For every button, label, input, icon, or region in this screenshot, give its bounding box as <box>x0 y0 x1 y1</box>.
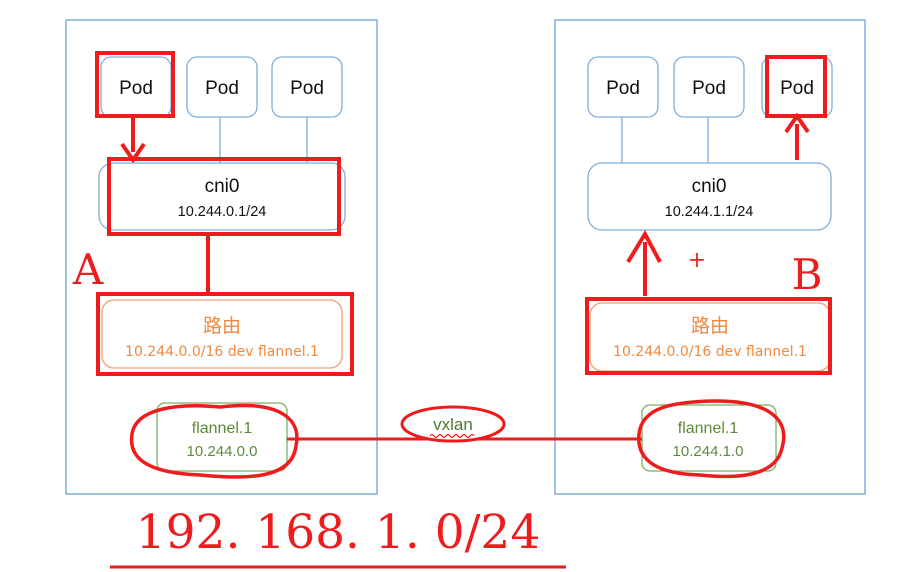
left-cni0-highlight <box>107 157 341 236</box>
right-route-rule: 10.244.0.0/16 dev flannel.1 <box>613 344 807 360</box>
right-flannel-interface: flannel.1 10.244.1.0 <box>641 404 777 472</box>
left-flannel-highlight <box>129 403 299 479</box>
right-pod-2-label: Pod <box>692 78 726 99</box>
right-up-arrow-head <box>784 112 810 134</box>
vxlan-label: vxlan <box>433 415 473 434</box>
right-route-highlight <box>585 297 832 375</box>
right-flannel-name: flannel.1 <box>678 420 739 437</box>
right-cni0-name: cni0 <box>692 176 727 197</box>
marker-b: B <box>792 250 823 299</box>
left-flannel-interface: flannel.1 10.244.0.0 <box>156 402 288 472</box>
left-pod-2-label: Pod <box>205 78 239 99</box>
left-cni0-name: cni0 <box>205 176 240 197</box>
network-cidr-label: 192. 168. 1. 0/24 <box>136 505 541 560</box>
right-route-up-arrow-head <box>626 229 662 264</box>
vxlan-spellcheck-underline <box>429 433 475 439</box>
left-flannel-name: flannel.1 <box>192 420 253 437</box>
right-pod-2: Pod <box>673 56 745 118</box>
left-flannel-ip: 10.244.0.0 <box>187 443 258 460</box>
left-route-highlight <box>96 292 354 376</box>
left-pod-1-label: Pod <box>119 78 153 99</box>
vxlan-label-circle <box>400 405 506 443</box>
right-flannel-highlight <box>637 399 786 479</box>
left-pod-2: Pod <box>186 56 258 118</box>
right-pod-1-label: Pod <box>606 78 640 99</box>
right-node-frame <box>554 19 866 495</box>
left-cni0-bridge: cni0 10.244.0.1/24 <box>98 162 346 231</box>
left-cni0-subnet: 10.244.0.1/24 <box>178 204 267 220</box>
left-pod-3-label: Pod <box>290 78 324 99</box>
right-flannel-ip: 10.244.1.0 <box>673 443 744 460</box>
right-cni0-subnet: 10.244.1.1/24 <box>665 204 754 220</box>
right-route-table: 路由 10.244.0.0/16 dev flannel.1 <box>589 302 831 372</box>
right-cni0-bridge: cni0 10.244.1.1/24 <box>587 162 832 231</box>
right-pod-3: Pod <box>761 56 833 118</box>
left-route-table: 路由 10.244.0.0/16 dev flannel.1 <box>101 299 343 369</box>
marker-a: A <box>72 245 104 294</box>
left-pod-1: Pod <box>100 56 172 118</box>
plus-mark: + <box>688 248 706 273</box>
left-pod-3: Pod <box>271 56 343 118</box>
right-pod-3-label: Pod <box>780 78 814 99</box>
left-route-title: 路由 <box>203 315 241 337</box>
left-node-frame <box>65 19 378 495</box>
left-route-rule: 10.244.0.0/16 dev flannel.1 <box>125 344 319 360</box>
right-route-title: 路由 <box>691 315 729 337</box>
right-pod-1: Pod <box>587 56 659 118</box>
